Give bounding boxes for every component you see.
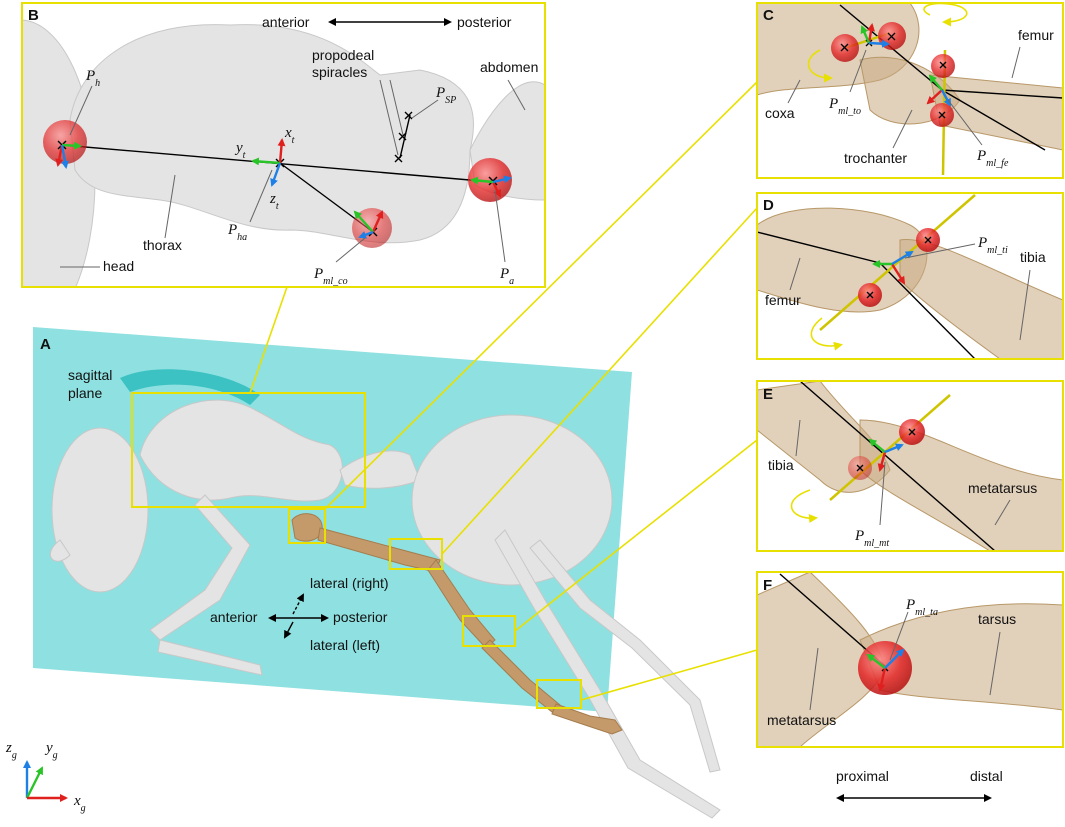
b-axes-head [55, 141, 82, 169]
svg-text:Pml_to: Pml_to [828, 96, 861, 117]
svg-text:distal: distal [970, 768, 1003, 784]
svg-text:metatarsus: metatarsus [968, 480, 1037, 496]
direction-cross-a: lateral (right) lateral (left) anterior … [210, 575, 389, 653]
svg-text:E: E [763, 386, 773, 403]
panel-c: C femur coxa trochanter Pml_to Pml_fe [756, 2, 1064, 179]
b-propodeal-label-2: spiracles [312, 64, 367, 80]
b-joint-abdomen [468, 158, 512, 202]
svg-text:Pml_mt: Pml_mt [854, 528, 889, 549]
panel-a-letter: A [40, 336, 51, 353]
label-p-a: Pa [499, 266, 514, 287]
f-tarsus [859, 603, 1063, 711]
b-thorax-label: thorax [143, 237, 182, 253]
zoom-box-b [131, 392, 366, 508]
svg-text:proximal: proximal [836, 768, 889, 784]
b-axes-coxa [353, 210, 384, 239]
ant-hind-leg [494, 529, 721, 819]
b-posterior-label: posterior [457, 14, 512, 30]
ant-head [51, 427, 149, 593]
label-p-h: Ph [85, 68, 100, 89]
panel-b: B anterior posterior propodeal spiracles… [21, 2, 546, 288]
ant-gaster [411, 414, 613, 586]
leg-metatarsus [481, 639, 561, 713]
zoom-leader-lines [249, 81, 758, 701]
ant-hind-leg-2 [529, 539, 721, 773]
svg-text:Pml_fe: Pml_fe [976, 148, 1009, 169]
b-propodeal-label-1: propodeal [312, 47, 374, 63]
b-axes-thorax [251, 138, 286, 187]
b-thorax [69, 24, 474, 244]
svg-text:F: F [763, 577, 772, 594]
b-head-label: head [103, 258, 134, 274]
svg-text:metatarsus: metatarsus [767, 712, 836, 728]
svg-text:C: C [763, 7, 774, 24]
label-x-t: xt [284, 125, 295, 146]
svg-text:tarsus: tarsus [978, 611, 1016, 627]
panel-b-frame [21, 2, 546, 288]
zoom-box-f [536, 679, 582, 709]
lateral-right-label: lateral (right) [310, 575, 389, 591]
ant-antenna [49, 539, 71, 562]
svg-text:femur: femur [765, 292, 801, 308]
svg-text:xg: xg [73, 793, 86, 814]
highlighted-leg [291, 513, 623, 735]
posterior-label-a: posterior [333, 609, 388, 625]
leg-tarsus [551, 703, 623, 735]
label-p-ml-co: Pml_co [313, 266, 348, 287]
svg-text:yg: yg [44, 740, 58, 761]
ant-thorax [139, 399, 343, 502]
label-y-t: yt [234, 140, 246, 161]
b-anterior-label: anterior [262, 14, 310, 30]
lateral-left-label: lateral (left) [310, 637, 380, 653]
proximal-distal-indicator: proximal distal [836, 768, 1003, 802]
ant-body [49, 369, 721, 819]
zoom-box-c [288, 508, 326, 544]
ant-front-leg [149, 494, 251, 641]
svg-text:tibia: tibia [1020, 249, 1046, 265]
svg-text:coxa: coxa [765, 105, 795, 121]
panel-f: F tarsus metatarsus Pml_ta [756, 571, 1064, 748]
svg-text:zg: zg [5, 740, 17, 761]
ant-front-tarsus [157, 639, 263, 676]
panel-e: E tibia metatarsus Pml_mt [756, 380, 1064, 552]
panel-b-letter: B [28, 7, 39, 24]
global-axes: zg yg xg [5, 740, 86, 814]
b-axes-abdomen [470, 175, 512, 198]
panel-a: A sagittal plane [33, 327, 721, 819]
b-abdomen-label: abdomen [480, 59, 538, 75]
svg-text:tibia: tibia [768, 457, 794, 473]
svg-text:Pml_ti: Pml_ti [977, 235, 1008, 256]
ant-antenna-shadow [120, 369, 260, 405]
svg-text:Pml_ta: Pml_ta [905, 597, 938, 618]
label-p-sp: PSP [435, 85, 456, 106]
svg-text:D: D [763, 197, 774, 214]
svg-text:trochanter: trochanter [844, 150, 907, 166]
sagittal-plane-label-line1: sagittal [68, 367, 112, 383]
sagittal-plane-label-line2: plane [68, 385, 102, 401]
svg-text:femur: femur [1018, 27, 1054, 43]
label-p-ha: Pha [227, 222, 247, 243]
leg-coxa [291, 513, 323, 542]
label-z-t: zt [269, 191, 279, 212]
anterior-label-a: anterior [210, 609, 258, 625]
panel-d: D femur tibia Pml_ti [756, 192, 1064, 360]
